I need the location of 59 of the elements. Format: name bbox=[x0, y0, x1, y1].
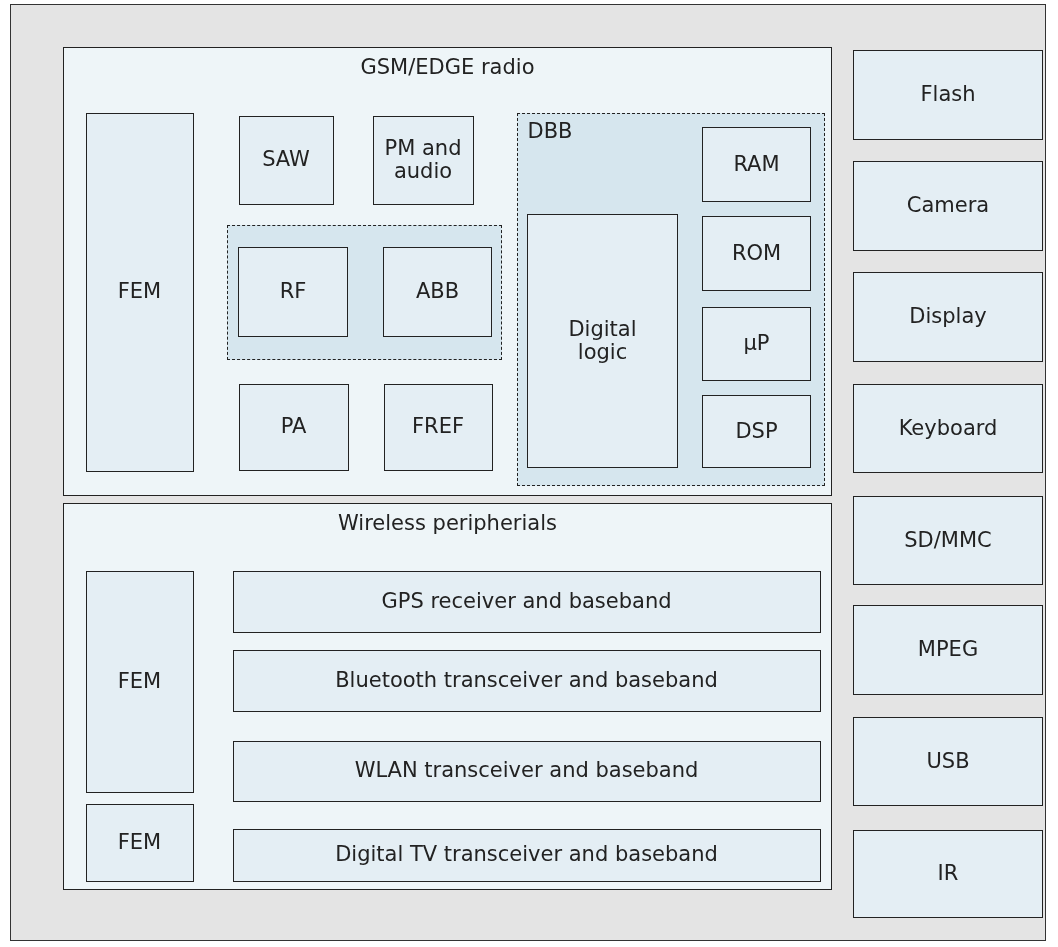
block-box bbox=[85, 803, 194, 882]
block-label: Digital logic bbox=[567, 317, 638, 365]
block-box bbox=[232, 570, 821, 633]
block-box bbox=[853, 161, 1043, 251]
block-label: IR bbox=[937, 862, 959, 886]
block-label: RF bbox=[279, 280, 307, 304]
block-box bbox=[853, 717, 1043, 806]
block-label: FEM bbox=[117, 830, 162, 855]
block-label: RAM bbox=[733, 152, 780, 177]
block-box bbox=[853, 605, 1043, 695]
block-label: ABB bbox=[415, 280, 460, 304]
block-box bbox=[853, 50, 1043, 140]
block-box bbox=[383, 247, 492, 337]
block-label: ROM bbox=[731, 241, 782, 266]
block-box bbox=[702, 307, 811, 381]
block-box bbox=[853, 496, 1043, 585]
block-label: Digital TV transceiver and baseband bbox=[335, 843, 718, 867]
block-label: FEM bbox=[117, 280, 162, 304]
block-label: SAW bbox=[262, 148, 310, 172]
block-box bbox=[232, 740, 821, 802]
block-box bbox=[853, 384, 1043, 473]
block-label: GPS receiver and baseband bbox=[381, 589, 672, 614]
block-box bbox=[85, 112, 194, 472]
block-label: WLAN transceiver and baseband bbox=[354, 759, 699, 783]
block-label: SD/MMC bbox=[904, 528, 992, 553]
block-label: Camera bbox=[906, 194, 990, 218]
block-label: Flash bbox=[920, 83, 976, 107]
block-box bbox=[372, 115, 474, 205]
block-label: FREF bbox=[412, 415, 464, 439]
block-box bbox=[238, 247, 348, 337]
section-title: DBB bbox=[527, 119, 573, 143]
block-label: Bluetooth transceiver and baseband bbox=[335, 668, 718, 693]
dashed-group-box bbox=[516, 112, 825, 486]
block-box bbox=[232, 828, 821, 882]
block-label: USB bbox=[926, 749, 970, 774]
block-box bbox=[383, 383, 493, 471]
block-label: MPEG bbox=[917, 638, 979, 662]
section-title: Wireless peripherials bbox=[337, 512, 558, 536]
block-box bbox=[702, 127, 811, 202]
block-box bbox=[527, 214, 678, 468]
block-label: Display bbox=[909, 305, 987, 329]
block-box bbox=[702, 216, 811, 291]
block-label: PM and audio bbox=[383, 136, 463, 184]
block-box bbox=[853, 272, 1043, 362]
block-box bbox=[238, 383, 349, 471]
block-label: µP bbox=[743, 332, 770, 356]
block-label: Keyboard bbox=[898, 416, 998, 441]
dashed-group-box bbox=[226, 224, 502, 360]
block-box bbox=[85, 570, 194, 793]
block-label: DSP bbox=[735, 419, 778, 444]
block-box bbox=[232, 649, 821, 712]
section-panel bbox=[63, 503, 832, 890]
section-title: GSM/EDGE radio bbox=[359, 56, 536, 80]
section-panel bbox=[63, 47, 832, 496]
block-label: FEM bbox=[117, 669, 162, 694]
block-label: PA bbox=[280, 415, 307, 439]
block-box bbox=[853, 830, 1043, 918]
block-box bbox=[702, 395, 811, 468]
block-box bbox=[238, 115, 334, 205]
